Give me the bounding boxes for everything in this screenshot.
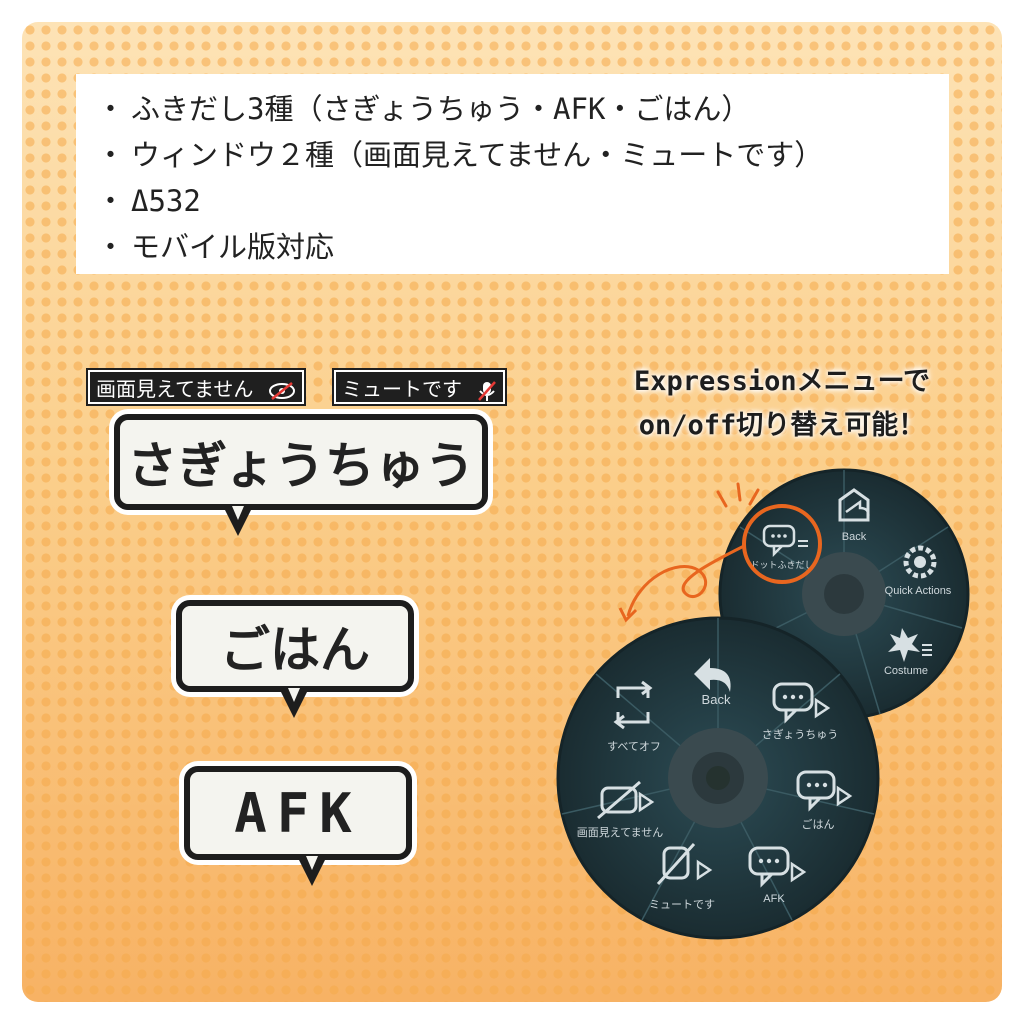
menu-note-line1: Expressionメニューで [634,366,930,397]
feature-item: ウィンドウ２種（画面見えてません・ミュートです） [96,132,949,178]
bubble-working-tail [224,506,252,536]
all-off-label: すべてオフ [607,740,661,753]
menu-note: Expressionメニューで on/off切り替え可能！ [602,360,962,448]
emphasis-marks [716,482,760,508]
back-arrow-icon[interactable] [694,658,731,692]
back-label: Back [842,531,867,543]
feature-item: Δ532 [96,178,949,224]
menu-illustration: Back Quick Actions Costume [556,468,970,940]
costume-icon[interactable] [888,628,932,662]
bubble-meal-label: ごはん [220,621,370,679]
feature-list-box: ふきだし3種（さぎょうちゅう・AFK・ごはん） ウィンドウ２種（画面見えてません… [76,74,949,274]
muted-tag: ミュートです [331,368,508,406]
speech-bubble-icon[interactable] [796,770,853,812]
muted-label: ミュートです [649,898,715,911]
bubble-working-label: さぎょうちゅう [127,437,475,495]
meal-label: ごはん [802,817,835,831]
muted-icon[interactable] [656,842,713,886]
bubble-afk-tail [298,856,326,886]
screen-hidden-icon[interactable] [597,780,655,820]
dot-bubble-label: ドットふきだし [750,560,813,570]
reset-icon[interactable] [613,680,653,730]
highlight-circle [742,504,822,584]
screen-hidden-tag: 画面見えてません [85,368,307,406]
bubble-afk-label: AFK [234,781,362,845]
feature-item: モバイル版対応 [96,224,949,270]
bubble-meal-tail [280,688,308,718]
mic-off-icon [478,380,496,401]
speech-bubble-icon[interactable] [772,682,831,724]
quick-actions-label: Quick Actions [885,585,952,597]
bubble-working: さぎょうちゅう [114,414,488,510]
expression-menu-front: Back さぎょうちゅう ごはん [556,616,880,940]
back-arrow-icon[interactable] [838,488,870,522]
menu-note-line2: on/off切り替え可能！ [638,410,926,441]
curly-arrow [626,544,745,617]
feature-item: ふきだし3種（さぎょうちゅう・AFK・ごはん） [96,86,949,132]
speech-bubble-icon[interactable] [748,846,807,888]
muted-tag-label: ミュートです [342,377,462,401]
working-label: さぎょうちゅう [762,727,838,741]
costume-label: Costume [884,665,928,677]
bubble-meal: ごはん [176,600,414,692]
back-label: Back [702,692,731,707]
speech-bubble-icon[interactable] [762,524,808,558]
screen-hidden-tag-label: 画面見えてません [96,377,254,401]
screen-hidden-label: 画面見えてません [577,826,664,839]
eye-off-icon [269,381,296,400]
feature-list: ふきだし3種（さぎょうちゅう・AFK・ごはん） ウィンドウ２種（画面見えてません… [76,74,949,270]
promo-card: ふきだし3種（さぎょうちゅう・AFK・ごはん） ウィンドウ２種（画面見えてません… [22,22,1002,1002]
gear-icon[interactable] [903,545,937,579]
bubble-afk: AFK [184,766,412,860]
afk-label: AFK [763,893,785,905]
curly-arrow-head [618,607,638,623]
